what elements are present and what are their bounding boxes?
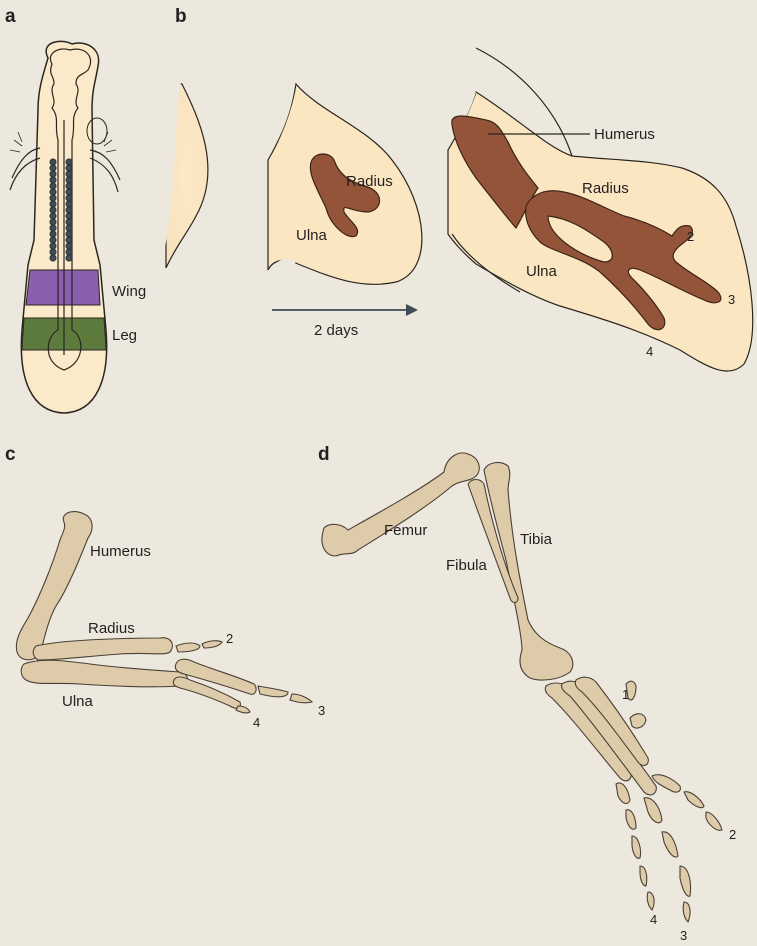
wing-label: Wing (112, 283, 146, 300)
wing-digit-4-phalanx (236, 706, 250, 713)
late-digit-2-label: 2 (687, 229, 694, 244)
somite (50, 207, 56, 213)
panel-d-letter: d (318, 444, 330, 465)
late-digit-4-label: 4 (646, 344, 653, 359)
somite (66, 183, 72, 189)
hind-digit-3-phalanx-3 (680, 866, 691, 896)
tibiotarsus (484, 463, 573, 680)
somite (50, 189, 56, 195)
somite (50, 183, 56, 189)
femur (322, 453, 479, 556)
somite (50, 177, 56, 183)
wing-digit-2-phalanx-1 (176, 643, 200, 652)
somite (66, 177, 72, 183)
hind-digit-4-phalanx-2 (626, 810, 636, 830)
chick-embryo (10, 41, 120, 413)
wing-humerus-label: Humerus (90, 543, 151, 560)
wing-band (26, 270, 100, 305)
somite (50, 243, 56, 249)
somite (66, 255, 72, 261)
wing-radius (33, 638, 172, 660)
somite (50, 255, 56, 261)
hind-digit-1-metatarsal (630, 714, 646, 728)
panel-c: c Humerus Radius Ulna 2 3 4 (5, 444, 325, 730)
wing-digit-3-phalanx-1 (258, 686, 288, 697)
late-digit-3-label: 3 (728, 292, 735, 307)
somite (50, 171, 56, 177)
somite (50, 165, 56, 171)
hind-digit-3-claw (683, 902, 690, 922)
somite (66, 207, 72, 213)
hind-digit-3-label: 3 (680, 928, 687, 943)
somite (66, 237, 72, 243)
somite (50, 249, 56, 255)
tibia-label: Tibia (520, 531, 553, 548)
somite (66, 159, 72, 165)
wing-digit-2-phalanx-2 (202, 641, 222, 648)
panel-a-letter: a (5, 6, 16, 27)
leg-label: Leg (112, 327, 137, 344)
hind-digit-4-label: 4 (650, 912, 657, 927)
somite (50, 225, 56, 231)
wing-ulna-label: Ulna (62, 693, 94, 710)
late-limb-bud (440, 48, 753, 371)
somite (66, 189, 72, 195)
panel-a: a Wing Leg (5, 6, 146, 413)
vessel-right (90, 150, 120, 192)
panel-c-letter: c (5, 444, 16, 465)
fibula-label: Fibula (446, 557, 488, 574)
hind-digit-2-label: 2 (729, 827, 736, 842)
somite (66, 225, 72, 231)
somite (50, 219, 56, 225)
time-arrow-head (406, 304, 418, 316)
panel-d: d Femur Tibia Fibula 1 2 3 4 (318, 444, 736, 943)
time-label: 2 days (314, 322, 358, 339)
somite (66, 213, 72, 219)
femur-label: Femur (384, 522, 427, 539)
wing-digit-3-phalanx-2 (290, 694, 312, 703)
wing-digit-2-label: 2 (226, 631, 233, 646)
panel-b-letter: b (175, 6, 187, 27)
mid-ulna-label: Ulna (296, 227, 328, 244)
tarsometatarsus-b (561, 681, 656, 795)
wing-humerus (16, 512, 92, 660)
hind-digit-1-label: 1 (622, 687, 629, 702)
hind-digit-4-phalanx-1 (616, 783, 630, 804)
hind-digit-3-phalanx-1 (644, 798, 662, 823)
somite (50, 213, 56, 219)
late-humerus-label: Humerus (594, 126, 655, 143)
somite (50, 159, 56, 165)
wing-radius-label: Radius (88, 620, 135, 637)
somite (50, 195, 56, 201)
wing-digit-4-label: 4 (253, 715, 260, 730)
wing-ulna (21, 660, 187, 687)
somite (66, 201, 72, 207)
somite (66, 231, 72, 237)
late-radius-label: Radius (582, 180, 629, 197)
somite (66, 249, 72, 255)
late-ulna-label: Ulna (526, 263, 558, 280)
panel-b: b Radius Ulna 2 days Humerus Radius Ulna (160, 6, 753, 371)
hind-digit-3-phalanx-2 (662, 832, 678, 857)
wing-digit-3-label: 3 (318, 703, 325, 718)
somite (66, 195, 72, 201)
mid-limb-bud (260, 84, 422, 300)
somite (66, 171, 72, 177)
somite (50, 201, 56, 207)
somite (66, 219, 72, 225)
somite (50, 231, 56, 237)
somite (66, 165, 72, 171)
somite (66, 243, 72, 249)
mid-radius-label: Radius (346, 173, 393, 190)
hind-digit-4-phalanx-4 (640, 866, 647, 886)
hind-digit-4-claw (647, 892, 654, 910)
hind-digit-2-claw (706, 812, 722, 830)
hind-digit-4-phalanx-3 (632, 836, 641, 858)
somite (50, 237, 56, 243)
hind-digit-2-phalanx-2 (684, 792, 704, 808)
